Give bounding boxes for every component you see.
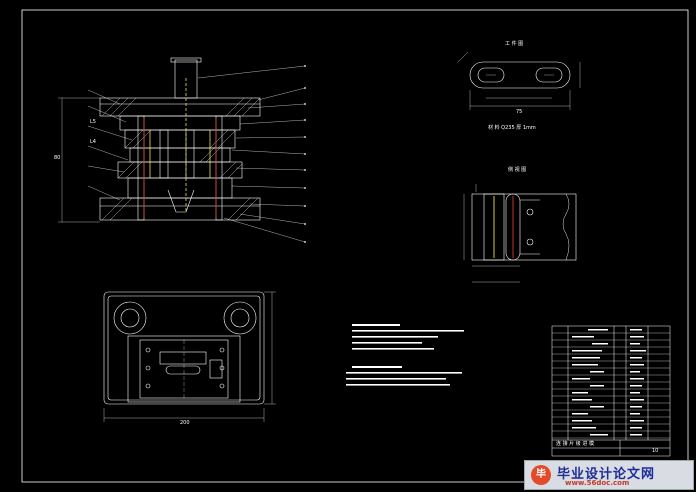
front-view-colored-parts <box>143 78 217 218</box>
part-view-title: 工 件 图 <box>505 41 524 47</box>
side-view <box>463 184 577 283</box>
parts-list-rows <box>552 332 670 439</box>
outer-frame <box>21 9 689 483</box>
dim-left-a: L5 <box>90 119 96 125</box>
watermark-text: 毕业设计论文网 <box>557 467 656 482</box>
plan-view <box>103 291 276 422</box>
dim-left-b: L4 <box>90 139 96 145</box>
technical-notes <box>346 324 464 386</box>
sheet-number: 10 <box>652 448 659 454</box>
side-view-title: 侧 视 图 <box>508 167 527 173</box>
dim-total: 80 <box>54 155 61 161</box>
front-view-leaders <box>58 65 306 243</box>
watermark-logo: 毕 <box>531 465 551 485</box>
part-note: 材 料 Q235 厚 1mm <box>488 125 536 131</box>
dim-plan-bottom: 200 <box>180 420 190 426</box>
title-block-name: 连 接 片 级 进 模 <box>556 441 594 447</box>
side-view-colored <box>493 196 514 258</box>
parts-list-table <box>551 325 671 457</box>
dim-part-width: 75 <box>516 109 523 115</box>
watermark-url: www.56doc.com <box>565 479 630 487</box>
parts-list-cell-marks <box>572 329 646 436</box>
watermark-banner: 毕 毕业设计论文网 www.56doc.com <box>524 460 694 490</box>
part-drawing <box>457 51 581 110</box>
front-view-leader-dots <box>304 65 306 243</box>
